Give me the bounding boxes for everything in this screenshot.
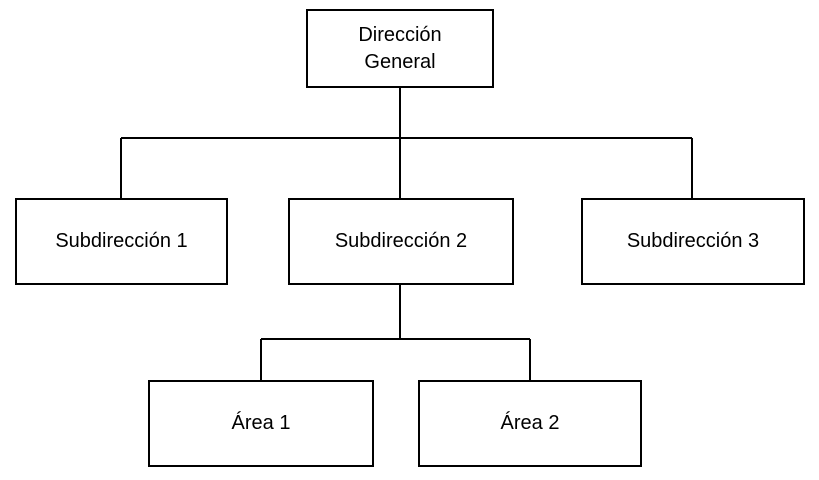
node-label: Dirección General xyxy=(358,23,442,73)
node-label: Subdirección 2 xyxy=(334,230,468,252)
node-area-1: Área 1 xyxy=(148,380,374,467)
node-subdireccion-1: Subdirección 1 xyxy=(15,198,228,285)
node-label: Subdirección 3 xyxy=(626,230,760,252)
node-direccion-general: Dirección General xyxy=(306,9,494,88)
node-subdireccion-3: Subdirección 3 xyxy=(581,198,805,285)
node-label: Área 2 xyxy=(500,412,560,434)
node-label: Subdirección 1 xyxy=(55,230,188,252)
node-subdireccion-2: Subdirección 2 xyxy=(288,198,514,285)
node-label: Área 1 xyxy=(231,412,291,434)
node-area-2: Área 2 xyxy=(418,380,642,467)
